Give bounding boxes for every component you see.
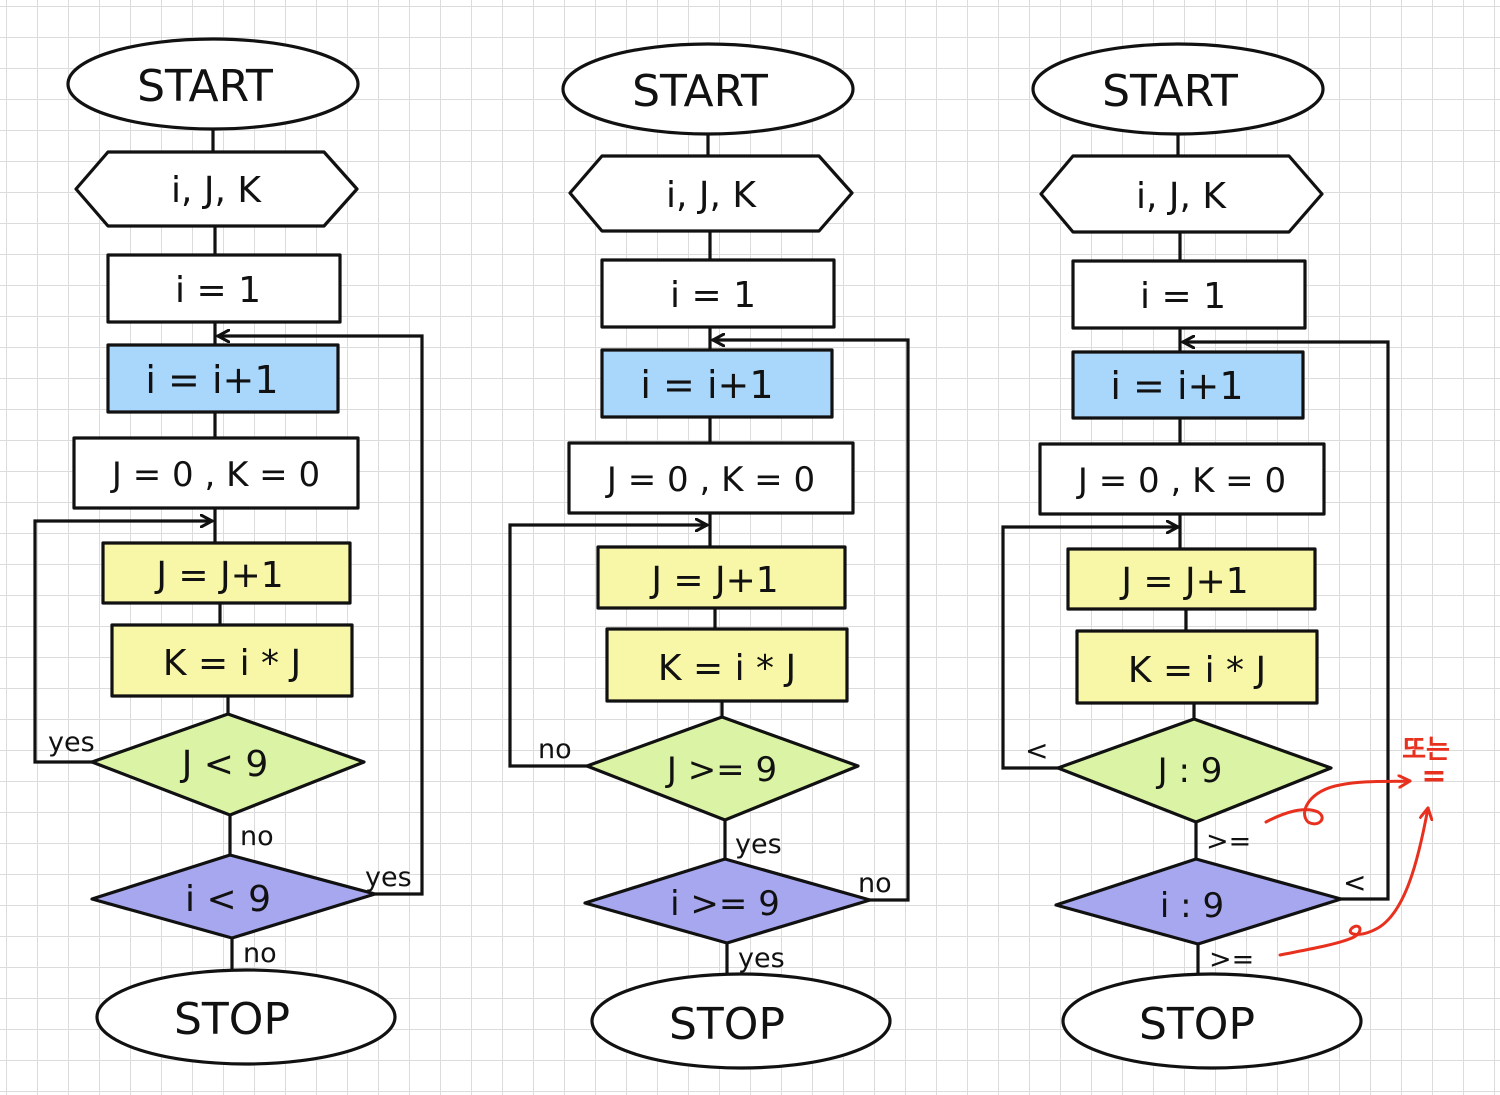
outer-exit-label: yes bbox=[738, 943, 785, 974]
inner-exit-label: >= bbox=[1206, 826, 1251, 857]
annotation-text: 또는 bbox=[1402, 735, 1450, 765]
reset-box bbox=[567, 441, 855, 515]
reset-label: J = 0 , K = 0 bbox=[110, 455, 320, 495]
j-step-box bbox=[1066, 547, 1317, 611]
outer-condition-label: i : 9 bbox=[1160, 886, 1224, 926]
annotation-symbol: = bbox=[1421, 759, 1446, 794]
inner-loop-label: no bbox=[538, 734, 572, 765]
outer-loop-arrow bbox=[711, 340, 910, 902]
outer-loop-arrow bbox=[216, 336, 424, 896]
input-hexagon bbox=[1039, 154, 1324, 234]
outer-loop-label: yes bbox=[365, 862, 412, 893]
inner-loop-arrow bbox=[1001, 527, 1180, 770]
input-hexagon bbox=[568, 154, 854, 233]
init-box bbox=[1071, 259, 1307, 330]
j-step-label: J = J+1 bbox=[649, 560, 778, 601]
flowchart-2: START i, J, K i = 1 i = i+1 J = 0 , K = … bbox=[508, 42, 910, 1070]
stop-label: STOP bbox=[174, 994, 290, 1045]
start-label: START bbox=[632, 66, 768, 117]
j-step-label: J = J+1 bbox=[1119, 561, 1248, 602]
stop-label: STOP bbox=[1139, 999, 1255, 1050]
inner-decision bbox=[585, 715, 860, 822]
outer-loop-label: no bbox=[858, 868, 892, 899]
reset-box bbox=[1038, 442, 1326, 516]
inner-condition-label: J >= 9 bbox=[665, 750, 777, 790]
inner-exit-label: no bbox=[240, 821, 274, 852]
reset-label: J = 0 , K = 0 bbox=[1076, 461, 1286, 501]
k-step-label: K = i * J bbox=[163, 643, 301, 684]
stop-label: STOP bbox=[669, 999, 785, 1050]
reset-label: J = 0 , K = 0 bbox=[605, 460, 815, 500]
start-label: START bbox=[137, 61, 273, 112]
increment-box bbox=[1071, 350, 1305, 420]
inner-loop-label: yes bbox=[48, 727, 95, 758]
inner-condition-label: J < 9 bbox=[180, 744, 269, 785]
stop-terminal bbox=[1061, 972, 1363, 1070]
outer-decision bbox=[1054, 857, 1343, 946]
annotation-arrow-inner bbox=[1264, 781, 1412, 826]
outer-exit-label: >= bbox=[1209, 944, 1254, 975]
input-hexagon bbox=[74, 150, 359, 228]
init-box bbox=[106, 253, 342, 324]
j-step-box bbox=[596, 545, 847, 610]
inner-loop-label: < bbox=[1025, 734, 1048, 767]
init-label: i = 1 bbox=[670, 275, 756, 316]
start-terminal bbox=[561, 42, 855, 136]
k-step-label: K = i * J bbox=[1128, 650, 1266, 691]
outer-decision bbox=[583, 857, 872, 945]
outer-loop-arrow bbox=[1181, 342, 1390, 901]
increment-box bbox=[106, 343, 340, 414]
j-step-label: J = J+1 bbox=[154, 555, 283, 596]
start-label: START bbox=[1102, 66, 1238, 117]
inner-loop-arrow bbox=[33, 521, 214, 764]
input-label: i, J, K bbox=[666, 175, 757, 216]
outer-loop-label: < bbox=[1343, 866, 1366, 899]
init-label: i = 1 bbox=[175, 270, 261, 311]
inner-decision bbox=[1056, 717, 1333, 824]
increment-label: i = i+1 bbox=[1110, 364, 1243, 408]
increment-label: i = i+1 bbox=[640, 363, 773, 407]
outer-exit-label: no bbox=[243, 938, 277, 969]
inner-condition-label: J : 9 bbox=[1156, 751, 1223, 791]
input-label: i, J, K bbox=[1136, 176, 1227, 217]
stop-terminal bbox=[95, 968, 397, 1066]
inner-decision bbox=[90, 712, 366, 817]
outer-condition-label: i < 9 bbox=[185, 879, 271, 920]
stop-terminal bbox=[590, 972, 892, 1070]
annotation-arrow-outer bbox=[1278, 806, 1428, 957]
k-step-box bbox=[605, 627, 849, 703]
init-label: i = 1 bbox=[1140, 276, 1226, 317]
flowchart-1: START i, J, K i = 1 i = i+1 J = 0 , K = … bbox=[33, 37, 424, 1066]
outer-decision bbox=[90, 853, 377, 940]
start-terminal bbox=[66, 37, 360, 131]
k-step-box bbox=[1075, 629, 1319, 705]
flowchart-3: START i, J, K i = 1 i = i+1 J = 0 , K = … bbox=[1001, 42, 1450, 1070]
inner-exit-label: yes bbox=[735, 829, 782, 860]
reset-box bbox=[72, 436, 360, 510]
increment-box bbox=[600, 348, 834, 419]
outer-condition-label: i >= 9 bbox=[670, 884, 780, 924]
k-step-box bbox=[110, 623, 354, 698]
k-step-label: K = i * J bbox=[658, 648, 796, 689]
inner-loop-arrow bbox=[508, 525, 709, 768]
start-terminal bbox=[1031, 42, 1325, 136]
increment-label: i = i+1 bbox=[145, 358, 278, 402]
j-step-box bbox=[101, 541, 352, 605]
init-box bbox=[600, 258, 836, 329]
input-label: i, J, K bbox=[171, 170, 262, 211]
